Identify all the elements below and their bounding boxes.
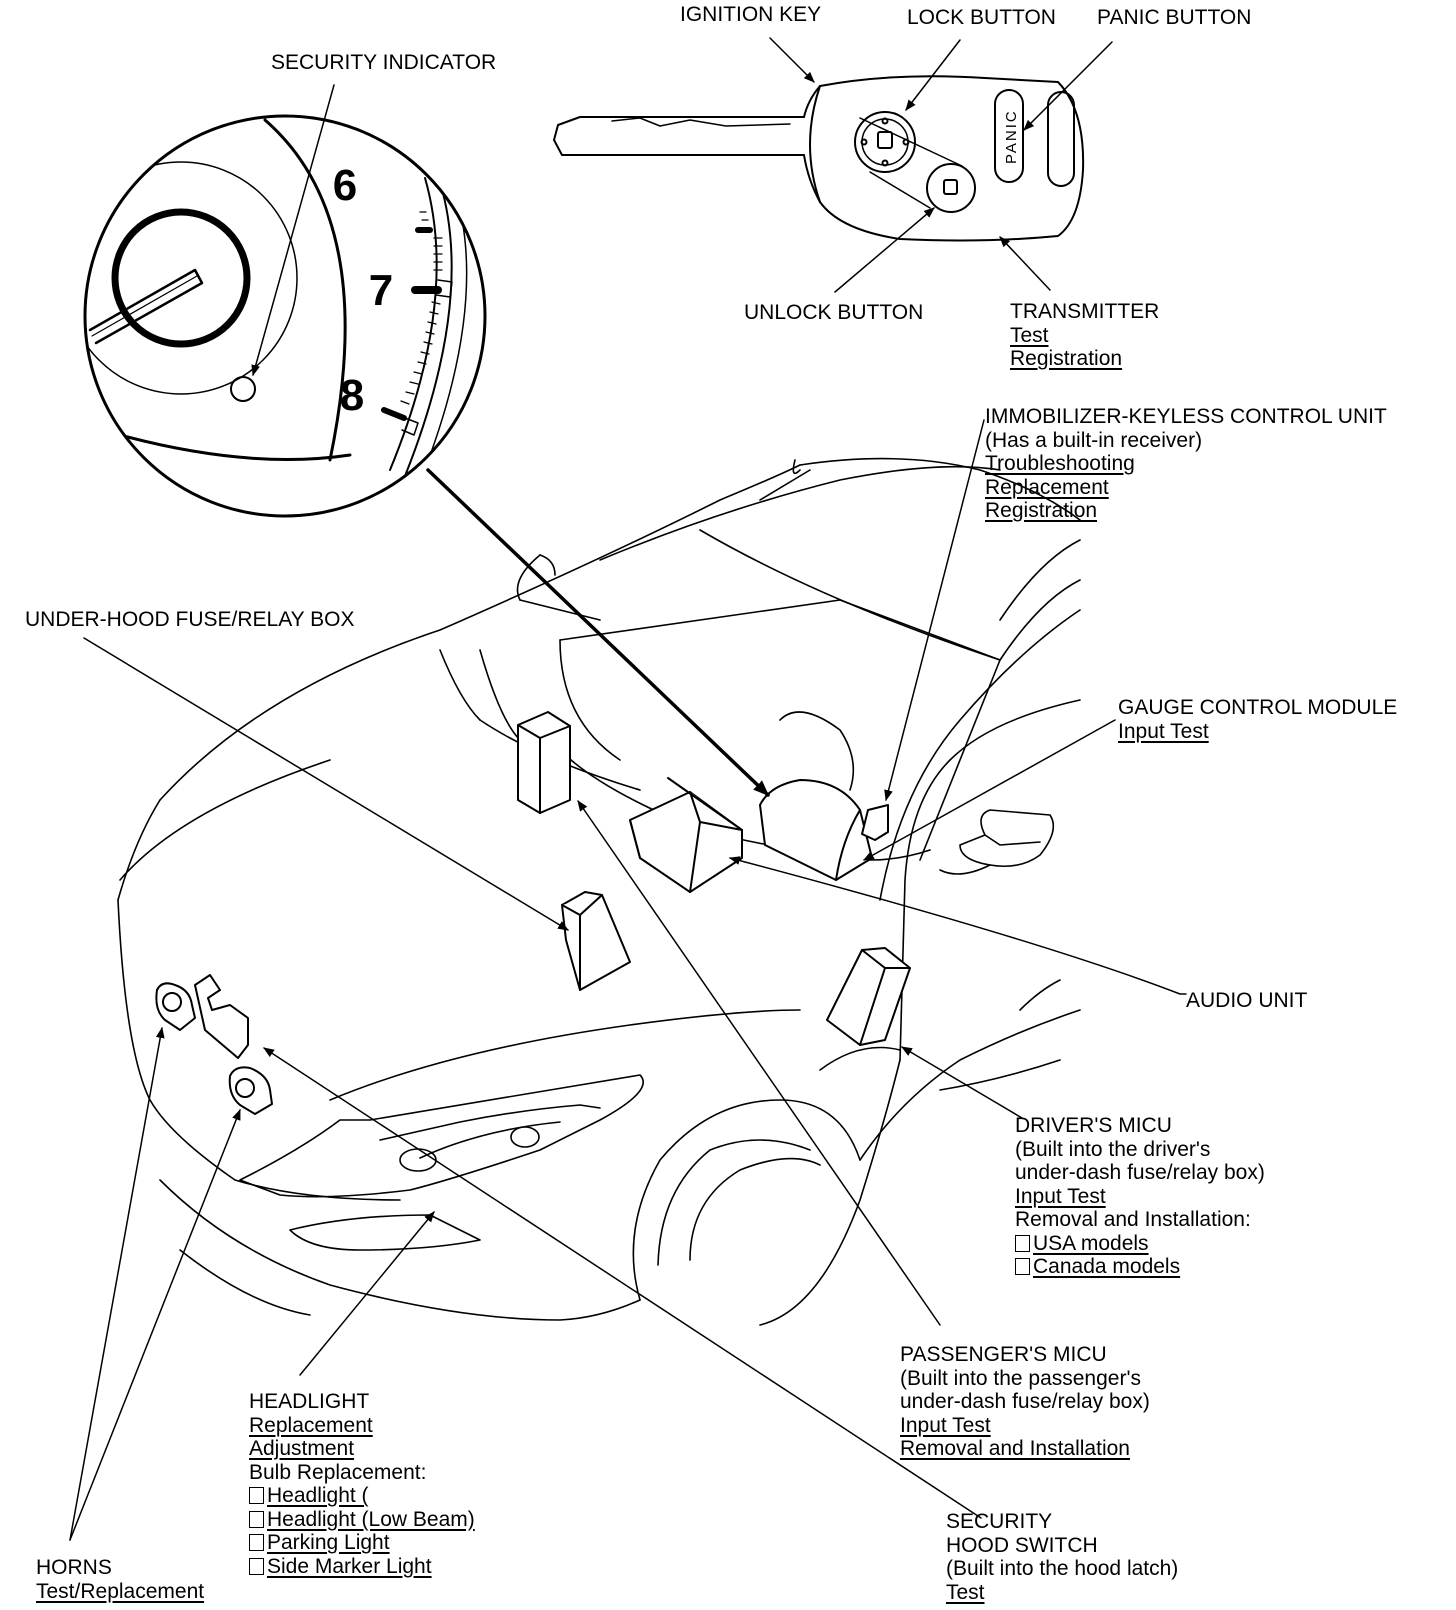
drivers-micu-title: DRIVER'S MICU xyxy=(1015,1114,1172,1137)
gauge-control-module-box xyxy=(759,779,873,881)
passengers-micu-note2: under-dash fuse/relay box) xyxy=(900,1390,1150,1413)
security-hood-test-link[interactable]: Test xyxy=(946,1580,985,1604)
checkbox-icon xyxy=(249,1534,264,1551)
horns-test-replacement-link[interactable]: Test/Replacement xyxy=(36,1579,205,1603)
bulb-side-marker-link[interactable]: Side Marker Light xyxy=(267,1554,432,1578)
immobilizer-title: IMMOBILIZER-KEYLESS CONTROL UNIT xyxy=(985,405,1387,428)
key-blade xyxy=(553,116,805,156)
horns-title: HORNS xyxy=(36,1556,112,1579)
label-security-hood-switch: SECURITY HOOD SWITCH (Built into the hoo… xyxy=(946,1510,1178,1604)
passengers-micu-title: PASSENGER'S MICU xyxy=(900,1343,1107,1366)
vehicle-outline xyxy=(117,457,1081,1326)
checkbox-icon xyxy=(249,1510,264,1528)
gauge-number-6: 6 xyxy=(333,161,357,210)
label-unlock-button: UNLOCK BUTTON xyxy=(744,301,924,324)
lock-icon xyxy=(877,131,893,149)
immobilizer-replacement-link[interactable]: Replacement xyxy=(985,475,1109,499)
drivers-micu-note2: under-dash fuse/relay box) xyxy=(1015,1161,1265,1184)
immobilizer-troubleshooting-link[interactable]: Troubleshooting xyxy=(985,452,1135,475)
headlight-adjustment-link[interactable]: Adjustment xyxy=(249,1437,355,1460)
bulb-headlight-link[interactable]: Headlight ( xyxy=(267,1484,369,1507)
label-audio-unit: AUDIO UNIT xyxy=(1186,989,1308,1012)
hood-switch xyxy=(194,974,249,1059)
gauge-control-title: GAUGE CONTROL MODULE xyxy=(1118,696,1398,719)
immobilizer-note: (Has a built-in receiver) xyxy=(985,428,1203,452)
label-drivers-micu: DRIVER'S MICU (Built into the driver's u… xyxy=(1015,1114,1265,1279)
security-hood-title1: SECURITY xyxy=(946,1510,1053,1533)
gauge-control-input-test-link[interactable]: Input Test xyxy=(1118,719,1209,743)
label-security-indicator: SECURITY INDICATOR xyxy=(271,51,497,74)
checkbox-icon xyxy=(249,1557,264,1575)
label-panic-button: PANIC BUTTON xyxy=(1097,6,1252,29)
label-lock-button: LOCK BUTTON xyxy=(907,6,1056,29)
gauge-magnifier: 6 7 8 xyxy=(83,114,487,518)
headlight-title: HEADLIGHT xyxy=(249,1390,370,1413)
label-under-hood-fuse: UNDER-HOOD FUSE/RELAY BOX xyxy=(25,608,355,631)
bulb-parking-light-link[interactable]: Parking Light xyxy=(267,1531,390,1554)
label-transmitter: TRANSMITTER Test Registration xyxy=(1010,300,1159,371)
passengers-micu-note1: (Built into the passenger's xyxy=(900,1366,1141,1390)
panic-button[interactable] xyxy=(994,89,1024,183)
security-indicator-lamp xyxy=(230,376,256,402)
label-headlight: HEADLIGHT Replacement Adjustment Bulb Re… xyxy=(249,1390,475,1578)
immobilizer-unit-box xyxy=(861,804,889,841)
bulb-headlight-low-beam-link[interactable]: Headlight (Low Beam) xyxy=(267,1507,475,1531)
drivers-micu-input-test-link[interactable]: Input Test xyxy=(1015,1184,1106,1208)
unlock-icon xyxy=(943,179,958,195)
panic-text: PANIC xyxy=(1003,109,1020,164)
lock-button[interactable] xyxy=(854,111,916,173)
bulb-replacement-text: Bulb Replacement: xyxy=(249,1460,427,1484)
transmitter-registration-link[interactable]: Registration xyxy=(1010,347,1123,370)
transmitter-title: TRANSMITTER xyxy=(1010,300,1160,323)
passengers-micu-input-test-link[interactable]: Input Test xyxy=(900,1413,991,1437)
key-fob: PANIC xyxy=(553,75,1085,242)
gauge-number-7: 7 xyxy=(369,266,393,315)
drivers-micu-box xyxy=(826,947,911,1046)
passengers-micu-box xyxy=(517,711,571,814)
label-passengers-micu: PASSENGER'S MICU (Built into the passeng… xyxy=(900,1343,1150,1461)
passengers-micu-removal-link[interactable]: Removal and Installation xyxy=(900,1437,1130,1460)
transmitter-test-link[interactable]: Test xyxy=(1010,323,1049,347)
drivers-micu-removal-text: Removal and Installation: xyxy=(1015,1208,1251,1231)
gauge-needle xyxy=(88,268,204,345)
checkbox-icon xyxy=(1015,1258,1030,1275)
components xyxy=(155,711,911,1115)
drivers-micu-usa-link[interactable]: USA models xyxy=(1033,1231,1149,1255)
checkbox-icon xyxy=(1015,1234,1030,1252)
label-gauge-control-module: GAUGE CONTROL MODULE Input Test xyxy=(1118,696,1397,743)
leader-lines xyxy=(69,37,1187,1541)
drivers-micu-canada-link[interactable]: Canada models xyxy=(1033,1255,1181,1278)
fob-slot xyxy=(1047,91,1075,187)
label-immobilizer: IMMOBILIZER-KEYLESS CONTROL UNIT (Has a … xyxy=(985,405,1387,523)
gauge-number-8: 8 xyxy=(340,371,364,420)
label-ignition-key: IGNITION KEY xyxy=(680,3,822,26)
security-hood-title2: HOOD SWITCH xyxy=(946,1533,1098,1557)
headlight-replacement-link[interactable]: Replacement xyxy=(249,1413,373,1437)
checkbox-icon xyxy=(249,1487,264,1504)
immobilizer-registration-link[interactable]: Registration xyxy=(985,499,1098,522)
drivers-micu-note1: (Built into the driver's xyxy=(1015,1137,1211,1161)
label-horns: HORNS Test/Replacement xyxy=(36,1556,204,1603)
security-hood-note: (Built into the hood latch) xyxy=(946,1557,1179,1580)
unlock-button[interactable] xyxy=(926,163,976,213)
